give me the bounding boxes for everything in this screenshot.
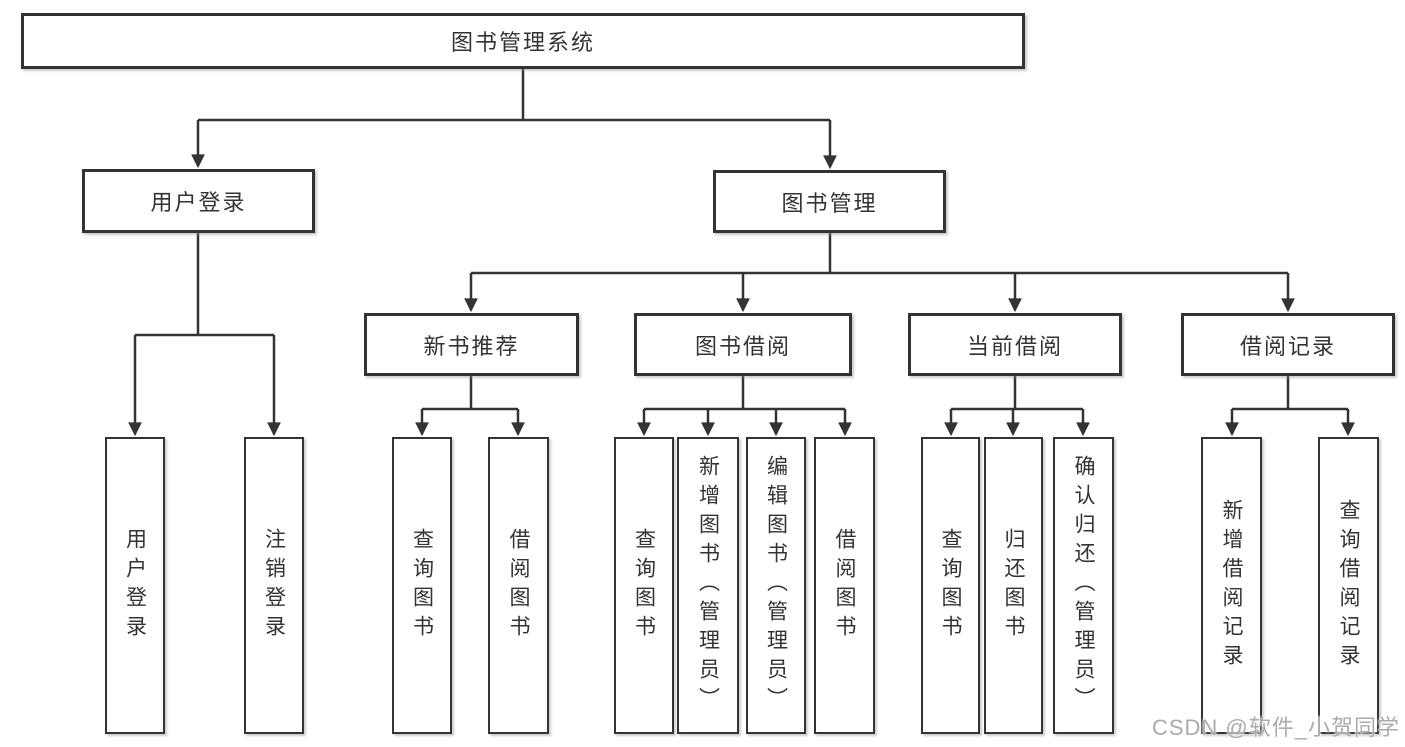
- node-label: 用户登录: [150, 190, 247, 215]
- leaf-confirm-return-admin: 确认归还（管理员）: [1053, 437, 1114, 734]
- node-borrow-records: 借阅记录: [1181, 313, 1395, 376]
- leaf-label: 确认归还（管理员）: [1072, 455, 1095, 716]
- leaf-query-borrow-record: 查询借阅记录: [1318, 437, 1379, 734]
- leaf-borrow-books-1: 借阅图书: [488, 437, 549, 734]
- connector-root-to-level2: [191, 69, 837, 170]
- node-label: 当前借阅: [966, 333, 1063, 359]
- connector-currentborrow-to-leaves: [944, 376, 1090, 437]
- leaf-label: 编辑图书（管理员）: [764, 455, 788, 716]
- connector-bookborrow-to-leaves: [637, 376, 852, 437]
- leaf-return-books: 归还图书: [984, 437, 1043, 734]
- leaf-query-books-2: 查询图书: [614, 437, 674, 734]
- connector-bookmgmt-to-level3: [464, 233, 1295, 313]
- leaf-label: 用户登录: [123, 527, 147, 644]
- leaf-label: 新增借阅记录: [1220, 498, 1243, 673]
- connector-borrowrecords-to-leaves: [1225, 376, 1355, 437]
- leaf-label: 查询图书: [939, 527, 962, 644]
- leaf-label: 新增图书（管理员）: [696, 455, 720, 716]
- leaf-label: 查询图书: [632, 527, 656, 644]
- leaf-label: 归还图书: [1002, 527, 1025, 644]
- node-label: 新书推荐: [423, 333, 520, 359]
- node-label: 图书借阅: [694, 333, 791, 359]
- leaf-logout: 注销登录: [244, 437, 304, 734]
- leaf-label: 借阅图书: [507, 527, 530, 644]
- node-book-borrowing: 图书借阅: [634, 313, 852, 376]
- connector-userlogin-to-leaves: [128, 233, 281, 437]
- leaf-label: 借阅图书: [833, 527, 856, 644]
- leaf-borrow-books-2: 借阅图书: [814, 437, 875, 734]
- leaf-user-login: 用户登录: [105, 437, 165, 734]
- leaf-add-borrow-record: 新增借阅记录: [1201, 437, 1262, 734]
- leaf-add-books-admin: 新增图书（管理员）: [677, 437, 739, 734]
- connector-newbooks-to-leaves: [415, 376, 525, 437]
- node-root-system: 图书管理系统: [21, 13, 1025, 69]
- leaf-query-books-1: 查询图书: [392, 437, 452, 734]
- node-label: 借阅记录: [1239, 333, 1336, 359]
- leaf-edit-books-admin: 编辑图书（管理员）: [746, 437, 806, 734]
- leaf-label: 注销登录: [262, 527, 286, 644]
- node-new-book-recommend: 新书推荐: [364, 313, 579, 376]
- node-label: 图书管理系统: [450, 30, 595, 55]
- leaf-query-books-3: 查询图书: [921, 437, 980, 734]
- csdn-watermark: CSDN @软件_小贺同学: [1151, 715, 1400, 740]
- node-current-borrowing: 当前借阅: [908, 313, 1122, 376]
- leaf-label: 查询借阅记录: [1337, 498, 1360, 673]
- node-label: 图书管理: [781, 190, 878, 216]
- leaf-label: 查询图书: [410, 527, 434, 644]
- node-book-management: 图书管理: [713, 170, 946, 233]
- node-user-login-branch: 用户登录: [82, 169, 315, 233]
